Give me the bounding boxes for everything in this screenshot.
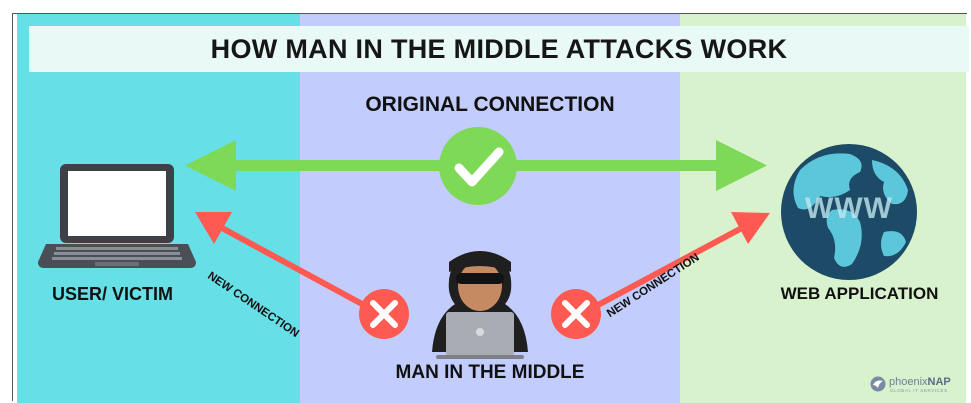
check-circle-icon [439,127,517,205]
brand-tagline: GLOBAL IT SERVICES [890,388,948,393]
brand-name-suffix: NAP [928,376,951,388]
globe-icon: WWW [781,144,917,280]
user-victim-label: USER/ VICTIM [15,284,210,305]
phoenixnap-logo-mark [870,376,886,392]
phoenixnap-logo: phoenixNAP GLOBAL IT SERVICES [870,374,967,394]
man-in-the-middle-label: MAN IN THE MIDDLE [335,362,645,384]
laptop-icon [38,164,196,268]
globe-label: WWW [805,192,893,225]
brand-name: phoenixNAP [889,376,951,388]
x-circle-icon [551,289,601,339]
brand-name-prefix: phoenix [889,376,928,388]
original-connection-label: ORIGINAL CONNECTION [300,93,680,117]
web-application-label: WEB APPLICATION [752,284,967,304]
x-circle-icon [359,289,409,339]
hacker-icon [432,251,528,359]
